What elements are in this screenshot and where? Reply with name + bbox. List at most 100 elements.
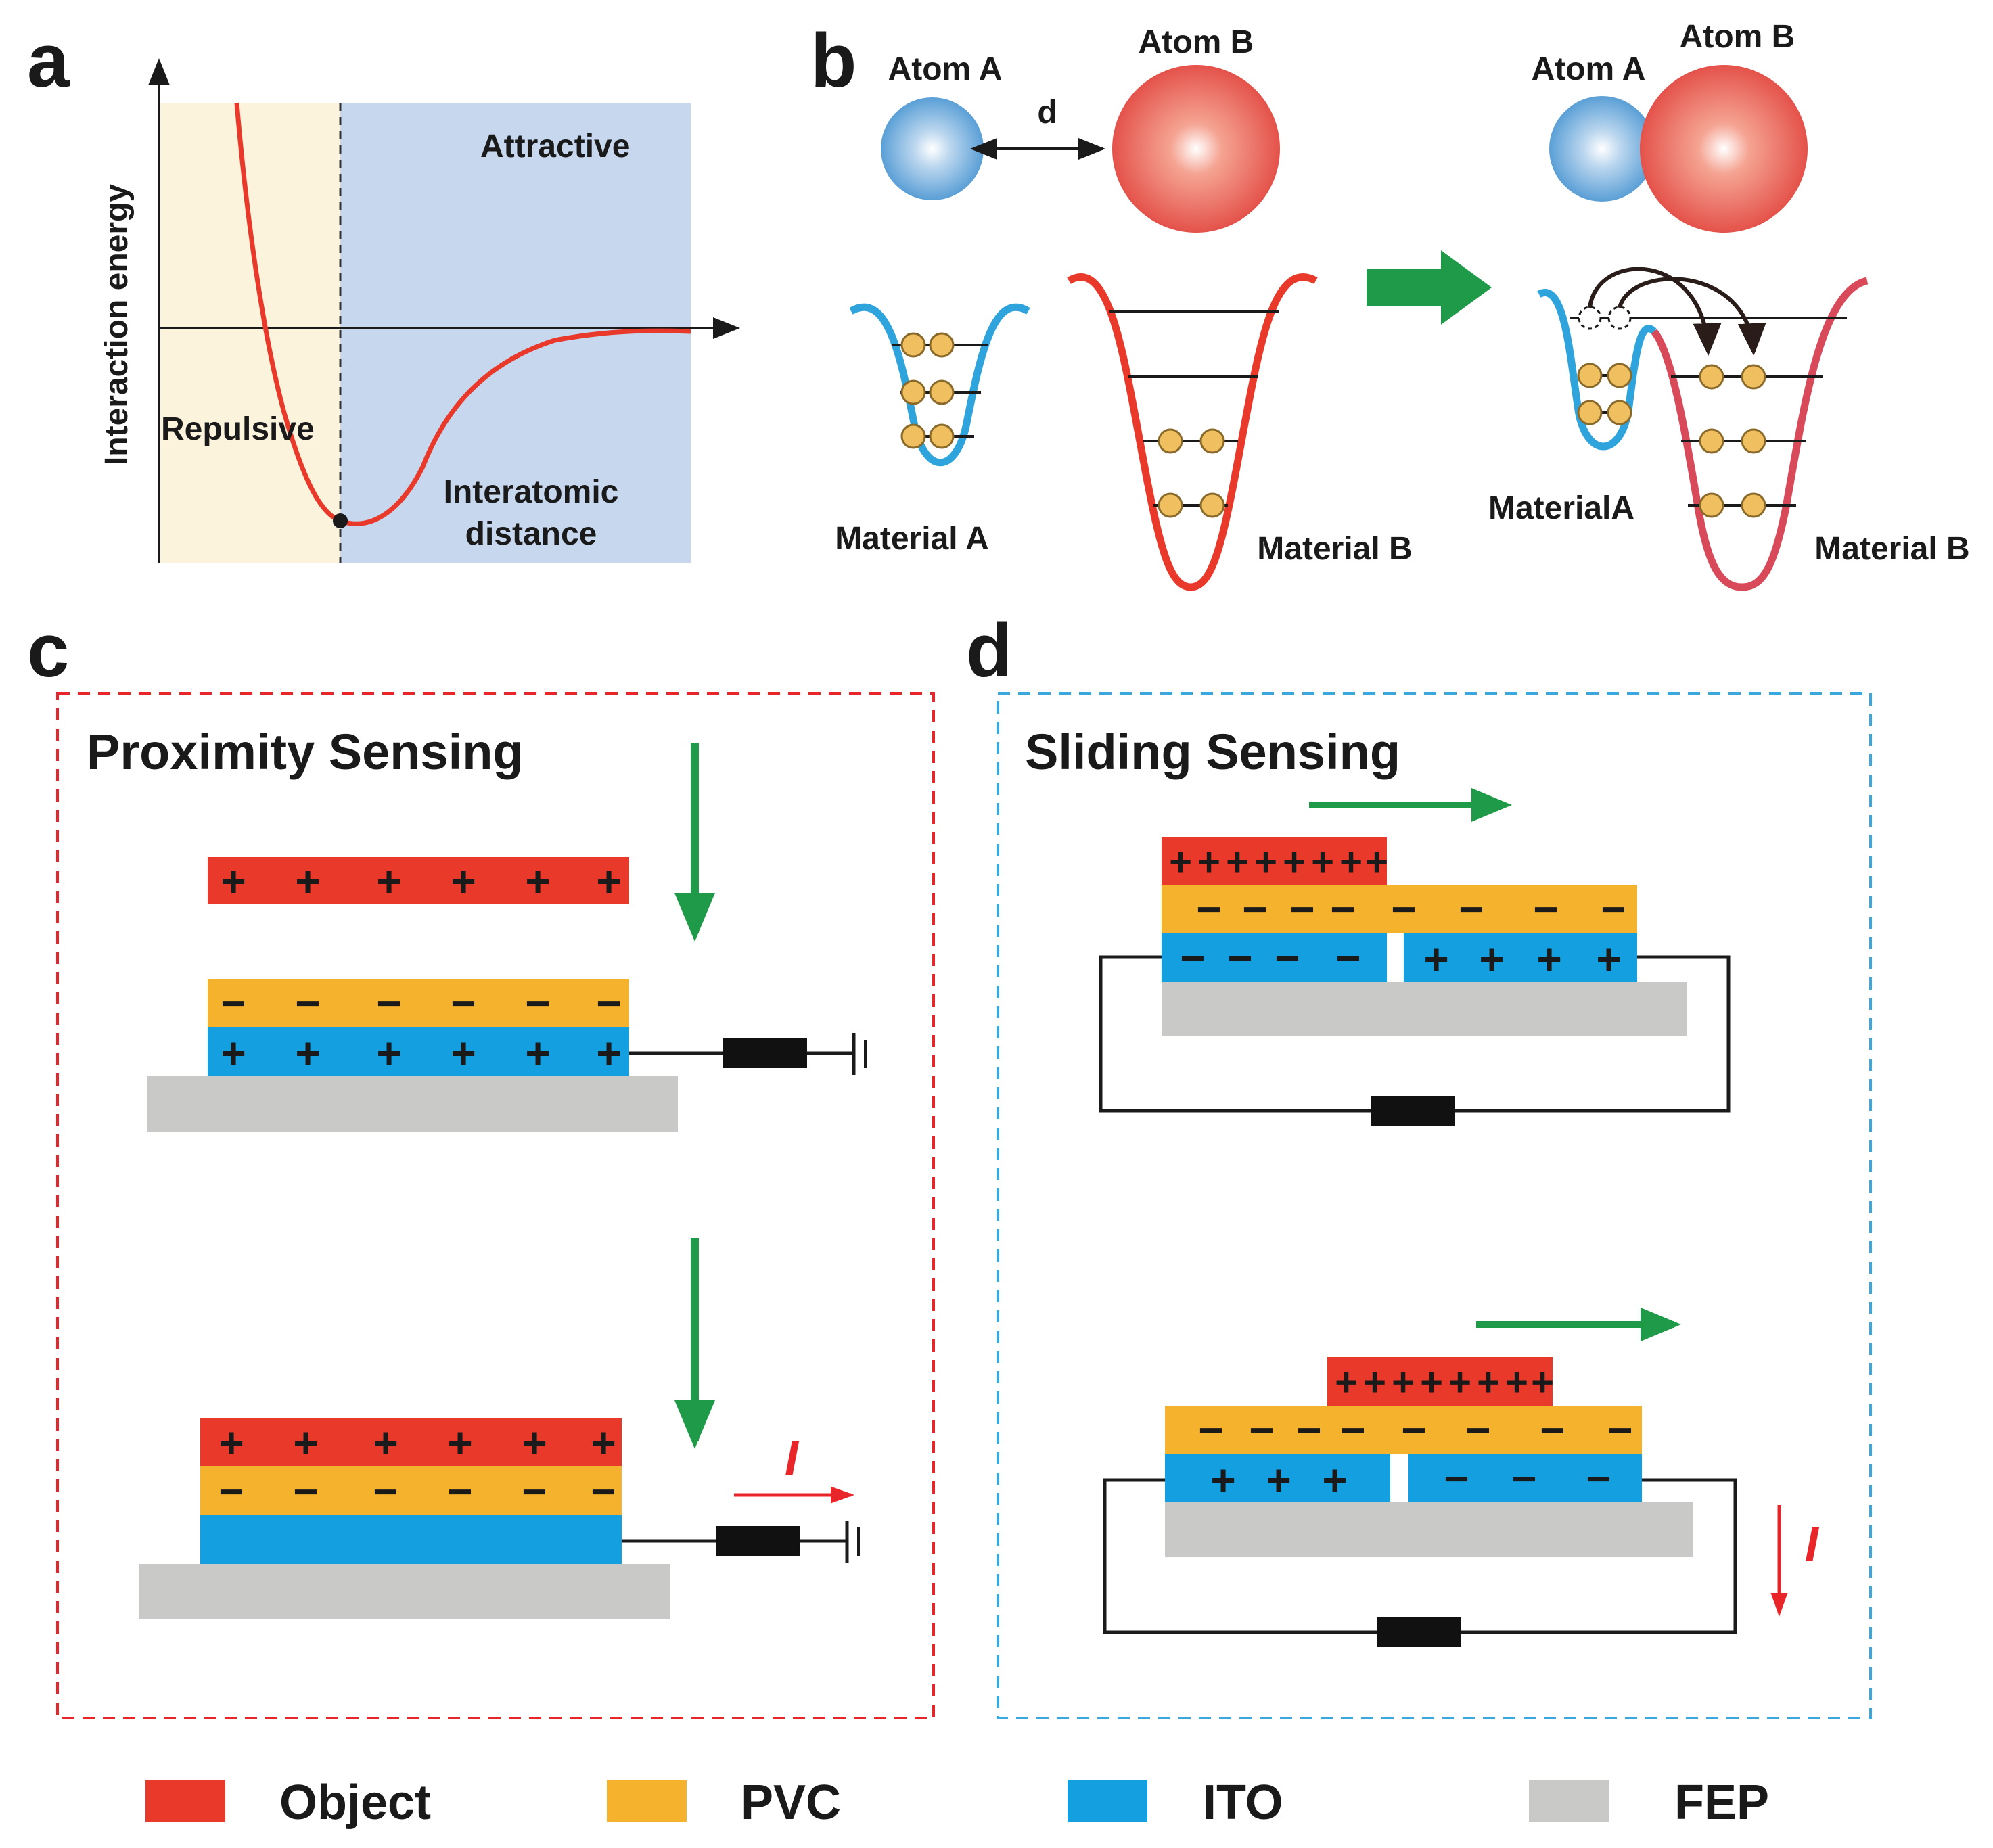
panel-d-frame <box>996 692 1872 1719</box>
pvc-minus-signs: − − − − − − − − <box>1196 885 1626 933</box>
svg-text:−: − <box>596 979 621 1027</box>
svg-text:+: + <box>376 1029 401 1078</box>
object-layer-slid <box>1327 1357 1553 1406</box>
resistor <box>1371 1096 1455 1126</box>
panel-b-letter: b <box>810 18 856 103</box>
circuit-wires-slid <box>1103 1478 1737 1634</box>
panel-a: a Attractive Repulsive Interatomic dista… <box>27 18 740 563</box>
svg-text:+: + <box>373 1418 398 1467</box>
svg-text:−: − <box>1180 933 1205 982</box>
object-layer <box>1162 837 1387 885</box>
material-a-well <box>849 303 1030 466</box>
legend-swatch-object <box>145 1780 225 1822</box>
svg-text:+: + <box>1226 840 1249 884</box>
svg-text:−: − <box>295 979 320 1027</box>
atom-a <box>881 97 984 200</box>
svg-text:−: − <box>1401 1406 1426 1454</box>
electron-transfer-arrow-1 <box>1588 267 1722 356</box>
ito-left-minus-signs: − − − − <box>1180 933 1360 982</box>
pvc-layer-slid <box>1165 1406 1642 1454</box>
svg-text:+: + <box>1210 1456 1235 1504</box>
svg-text:−: − <box>1289 885 1314 933</box>
svg-text:+: + <box>1335 1360 1358 1404</box>
material-a-joined-label: MaterialA <box>1488 490 1634 526</box>
svg-text:+: + <box>1283 840 1306 884</box>
panel-d-title: Sliding Sensing <box>1025 724 1400 780</box>
svg-text:−: − <box>525 979 550 1027</box>
object-layer-contact <box>200 1418 622 1466</box>
ito-right-plus-signs: + + + + <box>1423 935 1621 984</box>
atom-b-contact <box>1640 65 1808 233</box>
fep-layer <box>1162 982 1687 1036</box>
object-contact-plus-signs: + + + + + + <box>219 1418 616 1467</box>
panel-c-letter: c <box>27 608 69 693</box>
ito-layer-contact <box>200 1515 622 1564</box>
resistor <box>723 1038 807 1068</box>
svg-text:+: + <box>447 1418 472 1467</box>
svg-text:+: + <box>221 1029 246 1078</box>
svg-text:+: + <box>376 857 401 906</box>
object-layer <box>208 857 629 904</box>
svg-text:−: − <box>1340 1406 1365 1454</box>
svg-text:−: − <box>1196 885 1221 933</box>
svg-text:+: + <box>1423 935 1448 984</box>
svg-text:+: + <box>219 1418 244 1467</box>
svg-text:+: + <box>1363 1360 1386 1404</box>
svg-text:−: − <box>1335 933 1360 982</box>
svg-text:+: + <box>295 857 320 906</box>
object-slid-plus-signs: + + + + + + + + <box>1335 1360 1554 1404</box>
material-b-well <box>1067 273 1318 591</box>
svg-text:+: + <box>1266 1456 1291 1504</box>
svg-text:−: − <box>1330 885 1355 933</box>
svg-text:−: − <box>1586 1454 1611 1503</box>
svg-text:+: + <box>451 1029 476 1078</box>
object-plus-signs: + + + + + + + + <box>1169 840 1388 884</box>
svg-text:−: − <box>1391 885 1416 933</box>
legend-swatch-pvc <box>607 1780 687 1822</box>
ground-symbol <box>845 1521 860 1563</box>
svg-text:+: + <box>1596 935 1621 984</box>
legend-label-fep: FEP <box>1674 1776 1769 1830</box>
fep-layer <box>147 1076 678 1132</box>
electron-transfer-arrow-2 <box>1618 277 1766 356</box>
equilibrium-point <box>333 513 348 528</box>
panel-c: c Proximity Sensing + + + + + + − − − − … <box>27 608 935 1719</box>
contact-levels <box>1570 306 1847 518</box>
current-label: I <box>1805 1517 1820 1571</box>
svg-text:−: − <box>1275 933 1300 982</box>
panel-b: b Atom A Atom B d Material A <box>810 18 1970 591</box>
atom-b-label: Atom B <box>1139 24 1254 60</box>
legend: Object PVC ITO FEP <box>145 1776 1769 1830</box>
panel-d: d Sliding Sensing + + + + + + + + − − − … <box>966 608 1872 1719</box>
legend-label-object: Object <box>279 1776 431 1830</box>
svg-text:−: − <box>1242 885 1267 933</box>
svg-text:+: + <box>1311 840 1334 884</box>
pvc-layer <box>208 979 629 1027</box>
fep-layer-contact <box>139 1564 670 1619</box>
svg-text:−: − <box>591 1467 616 1516</box>
atom-a-contact <box>1549 96 1655 202</box>
atom-b <box>1112 65 1280 233</box>
ito-electrode-right-slid <box>1408 1454 1642 1502</box>
svg-text:−: − <box>373 1467 398 1516</box>
svg-text:−: − <box>1249 1406 1274 1454</box>
svg-text:+: + <box>1505 1360 1528 1404</box>
svg-text:−: − <box>451 979 476 1027</box>
atom-b-contact-label: Atom B <box>1680 19 1795 55</box>
svg-text:+: + <box>1322 1456 1347 1504</box>
svg-text:+: + <box>221 857 246 906</box>
svg-text:−: − <box>1533 885 1558 933</box>
ito-electrode-right <box>1404 933 1637 982</box>
current-label: I <box>785 1431 800 1485</box>
svg-text:+: + <box>1536 935 1561 984</box>
svg-text:+: + <box>596 1029 621 1078</box>
svg-text:+: + <box>1477 1360 1500 1404</box>
circuit-wires <box>1099 955 1731 1113</box>
x-axis-label-line2: distance <box>465 516 597 552</box>
svg-text:−: − <box>1459 885 1484 933</box>
svg-text:−: − <box>1444 1454 1469 1503</box>
pvc-contact-minus-signs: − − − − − − <box>219 1467 616 1516</box>
transition-arrow <box>1367 250 1492 325</box>
panel-d-letter: d <box>966 608 1012 693</box>
ito-plus-signs: + + + + + + <box>221 1029 621 1078</box>
